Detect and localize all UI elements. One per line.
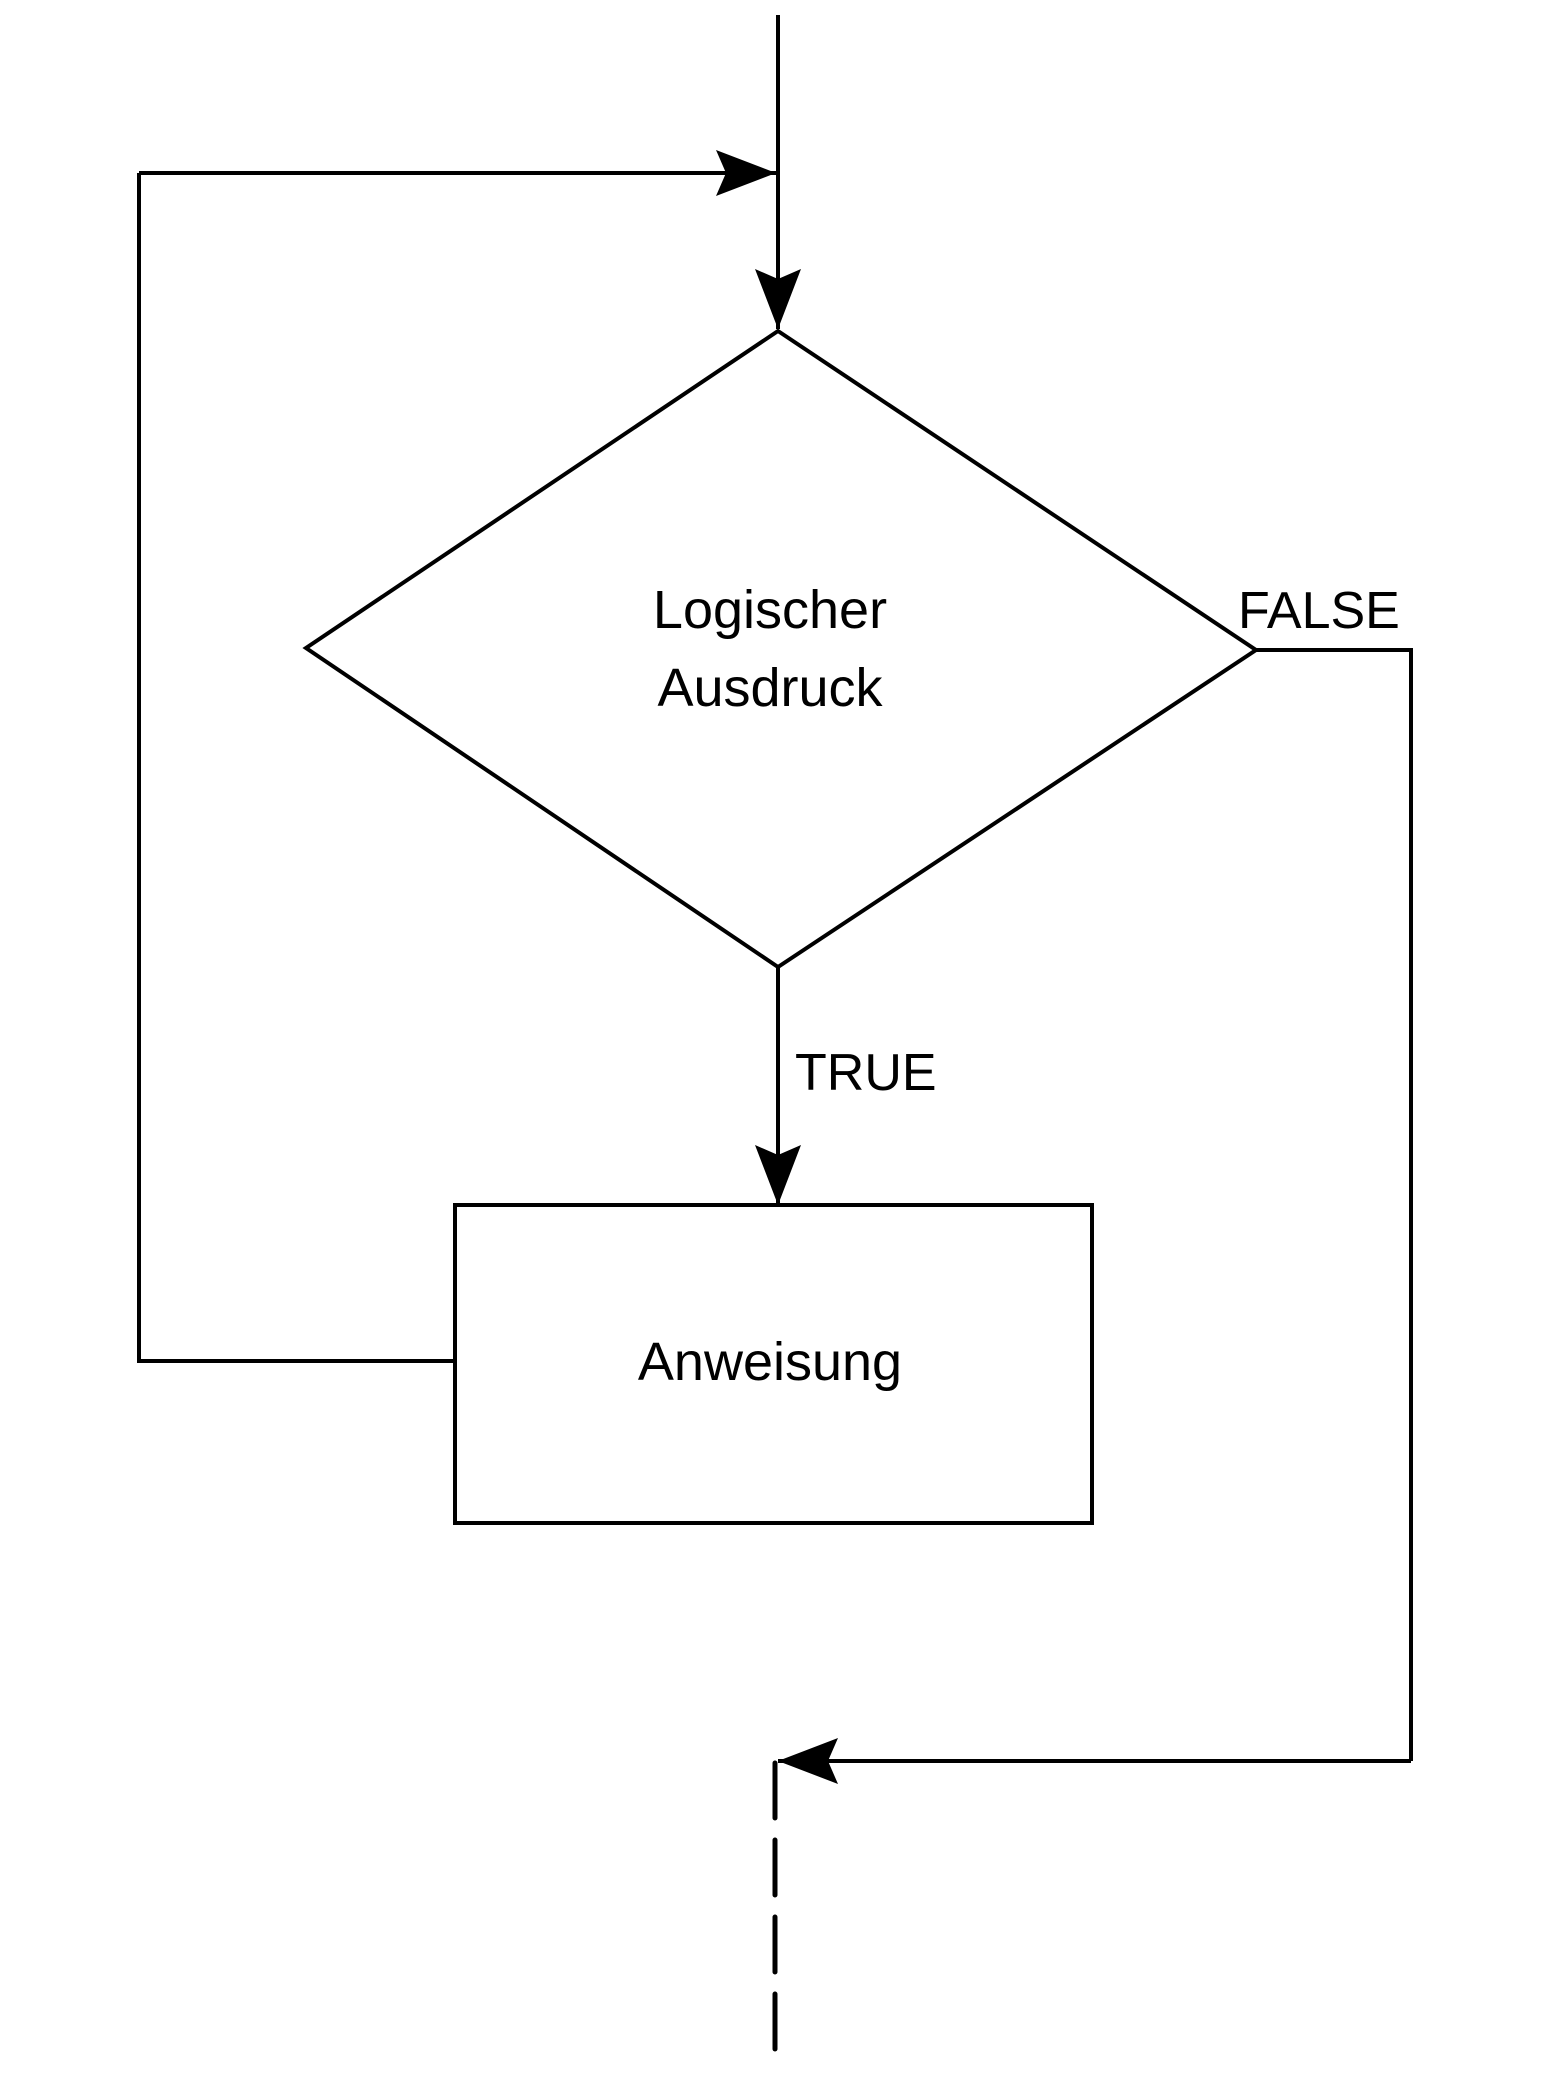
decision-diamond [302, 328, 1260, 970]
true-label: TRUE [795, 1044, 937, 1102]
loop-back-line [137, 173, 455, 1363]
false-label: FALSE [1238, 582, 1400, 640]
statement-label: Anweisung [638, 1332, 902, 1392]
decision-label-line1: Logischer [653, 580, 887, 640]
statement-box [453, 1203, 1094, 1525]
decision-label-line2: Ausdruck [657, 658, 883, 718]
false-line [1256, 648, 1413, 1761]
